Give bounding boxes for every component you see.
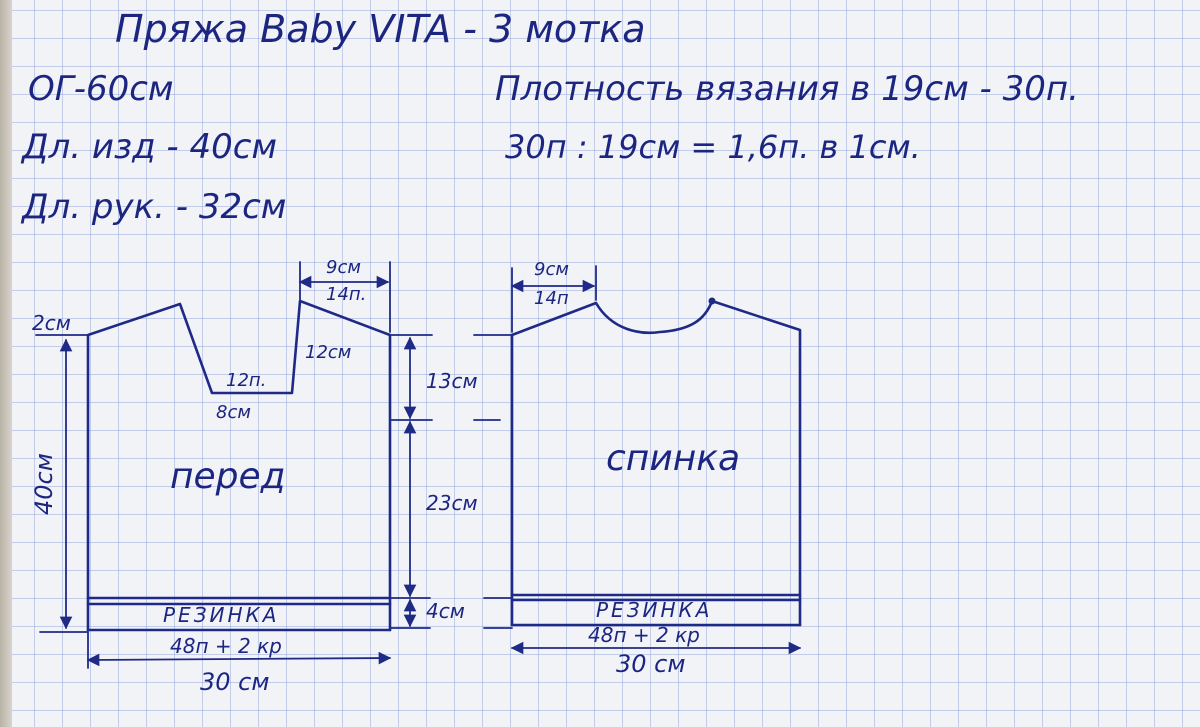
front-dim-4-label: 4см (426, 599, 465, 623)
front-piece: РЕЗИНКА 48п + 2 кр 30 см 40см 2см 9см 14… (30, 257, 478, 696)
front-width-dimension (86, 651, 392, 667)
front-width-label: 30 см (200, 668, 269, 696)
garment-length: Дл. изд - 40см (20, 127, 277, 167)
back-width-label: 30 см (616, 650, 685, 678)
back-shoulder-cm: 9см (534, 259, 569, 280)
front-shoulder-stitches: 14п. (326, 284, 366, 305)
page-edge (0, 0, 12, 727)
front-shoulder-rise-label: 2см (32, 311, 71, 335)
front-outline (86, 299, 392, 600)
back-shoulder-stitches: 14п (534, 288, 569, 309)
back-rib-stitches: 48п + 2 кр (588, 623, 700, 647)
back-piece: РЕЗИНКА 48п + 2 кр 30 см 9см 14п спинка (473, 259, 802, 678)
front-rib-stitches: 48п + 2 кр (170, 634, 282, 658)
yarn-title: Пряжа Baby VITA - 3 мотка (115, 7, 646, 51)
front-neck-width: 8см (216, 402, 251, 423)
knit-density: Плотность вязания в 19см - 30п. (495, 69, 1079, 109)
back-rib-label: РЕЗИНКА (596, 598, 712, 622)
back-shoulder-dot (708, 297, 716, 305)
front-height-label: 40см (30, 453, 58, 515)
front-label: перед (170, 456, 286, 497)
chest-girth: ОГ-60см (28, 69, 174, 109)
front-neck-stitches: 12п. (226, 370, 266, 391)
front-rib-label: РЕЗИНКА (163, 603, 279, 627)
stitch-calculation: 30п : 19см = 1,6п. в 1см. (505, 128, 921, 166)
front-dim-13-label: 13см (426, 369, 478, 393)
front-neck-depth: 12см (305, 342, 351, 363)
sleeve-length: Дл. рук. - 32см (20, 187, 286, 227)
back-label: спинка (606, 438, 740, 479)
front-dim-23-label: 23см (426, 491, 478, 515)
front-shoulder-cm: 9см (326, 257, 361, 278)
